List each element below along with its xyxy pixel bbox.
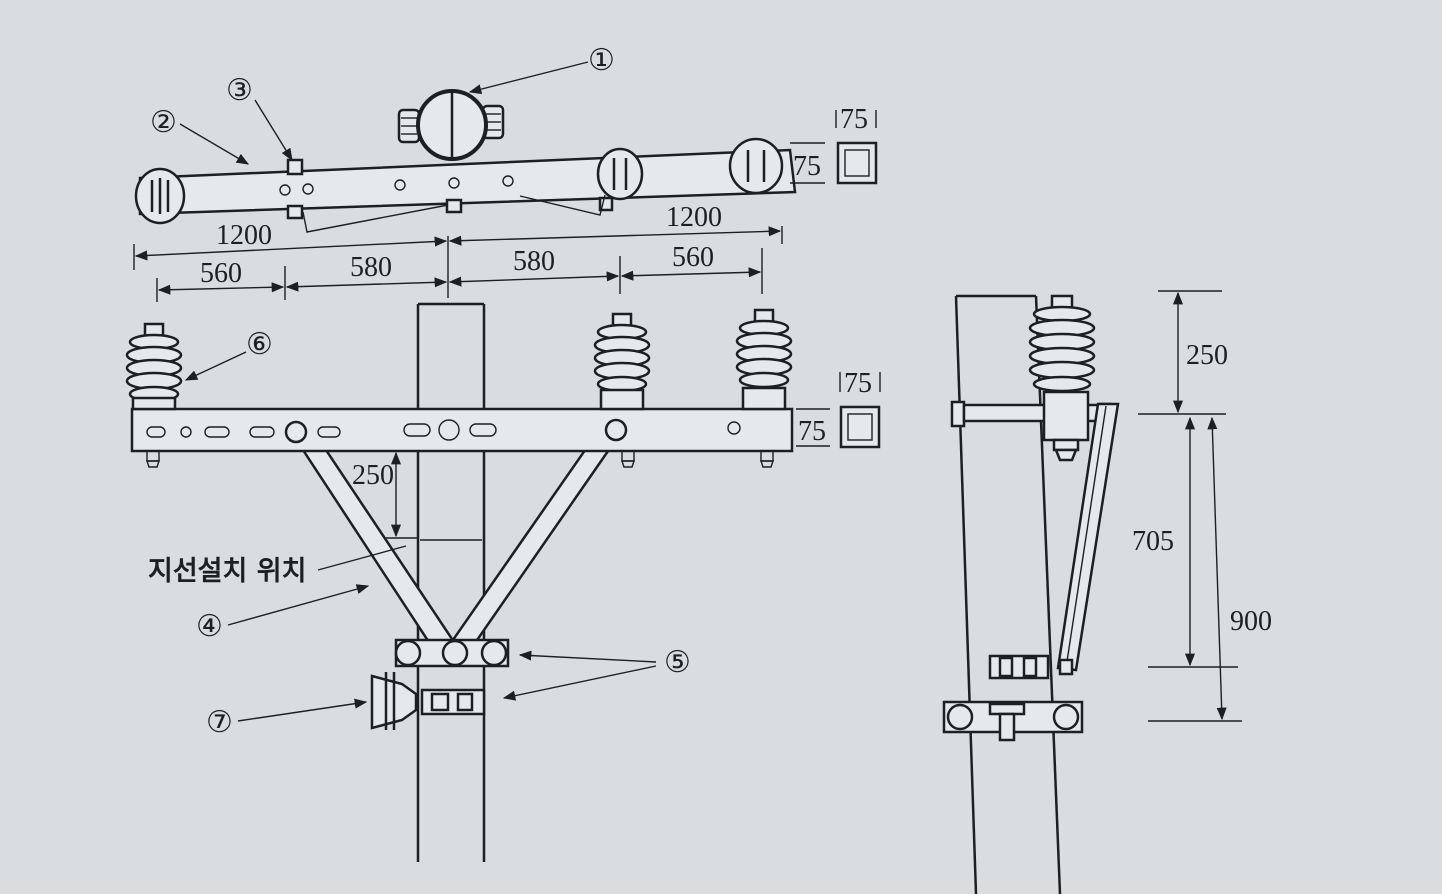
plan-insulator-left: [134, 167, 186, 225]
dim-brace-drop: 250: [352, 460, 394, 491]
plan-section-top-dim: 75: [840, 104, 868, 135]
label-1: ①: [588, 43, 615, 78]
dim-seg-left-outer: 560: [200, 258, 242, 289]
dim-side-bracket-span: 705: [1132, 526, 1174, 557]
side-pole-right-edge: [1034, 295, 1062, 894]
side-band-clamp: [942, 700, 1084, 742]
front-section-top-dim: 75: [844, 368, 872, 399]
label-4: ④: [196, 609, 223, 644]
dim-total-right: 1200: [666, 202, 722, 233]
guy-wire-position-label: 지선설치 위치: [148, 556, 306, 587]
label-5: ⑤: [664, 645, 691, 680]
front-section-side-dim: 75: [798, 416, 826, 447]
dim-seg-right-outer: 560: [672, 242, 714, 273]
side-pole-left-edge: [954, 295, 978, 894]
dim-side-insulator-height: 250: [1186, 340, 1228, 371]
dim-side-overall-span: 900: [1230, 606, 1272, 637]
label-7: ⑦: [206, 705, 233, 740]
label-2: ②: [150, 105, 177, 140]
dim-seg-left-inner: 580: [350, 252, 392, 283]
plan-insulator-right-outer: [728, 137, 784, 195]
side-insulator: [1028, 294, 1112, 462]
plan-pole-top: [397, 89, 505, 161]
dim-seg-right-inner: 580: [513, 246, 555, 277]
dim-total-left: 1200: [216, 220, 272, 251]
front-insulator-right-outer: [735, 308, 793, 411]
front-view: 75 75 250 ④ ⑤ ⑥ ⑦ 지선설치: [125, 302, 881, 862]
front-band-clamp: [394, 638, 510, 668]
side-brace: [1056, 402, 1120, 672]
front-insulator-left: [125, 322, 183, 411]
front-insulator-right-inner: [593, 312, 651, 411]
front-guy-attachment: [370, 672, 486, 730]
label-3: ③: [226, 73, 253, 108]
plan-section-square: [836, 141, 878, 185]
front-v-braces: [283, 418, 626, 658]
side-view: 250 705 900: [942, 290, 1272, 894]
front-section-square: [839, 405, 881, 449]
plan-insulator-right-inner: [596, 147, 644, 201]
front-crossarm: [130, 407, 794, 453]
plan-section-side-dim: 75: [793, 151, 821, 182]
label-6: ⑥: [246, 327, 273, 362]
plan-view: 75 75 1200 1200 560 580 580 560 ① ② ③: [133, 43, 878, 302]
